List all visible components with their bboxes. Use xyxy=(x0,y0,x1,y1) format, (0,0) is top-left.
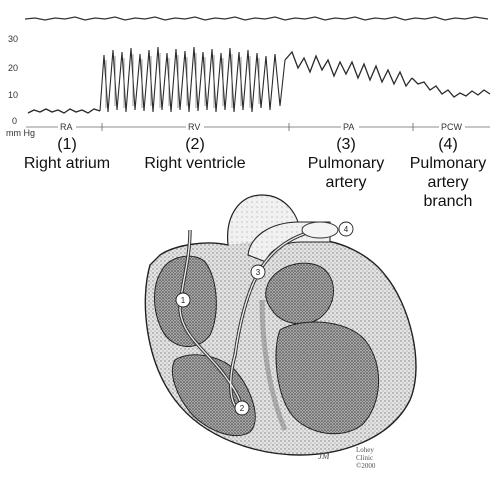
y-tick-20: 20 xyxy=(8,63,18,73)
pressure-tracing: 30 20 10 0 mm Hg RA xyxy=(6,16,491,138)
credit-line-3: ©2000 xyxy=(356,462,376,470)
artist-credit: Lohey Clinic ©2000 xyxy=(356,446,375,470)
left-ventricle-chamber xyxy=(275,321,380,435)
caption-text: Right ventricle xyxy=(144,155,246,172)
svg-text:2: 2 xyxy=(240,404,245,413)
svg-text:3: 3 xyxy=(256,268,261,277)
y-tick-30: 30 xyxy=(8,34,18,44)
segment-label-rv: RV xyxy=(188,122,200,132)
ecg-trace xyxy=(24,16,489,21)
caption-text-line3: branch xyxy=(423,193,473,210)
artist-initials: JM xyxy=(318,451,330,461)
caption-number: (2) xyxy=(185,136,205,153)
caption-number: (1) xyxy=(57,136,77,153)
rv-wave-hatching xyxy=(105,53,260,108)
caption-pulmonary-artery-branch: (4) Pulmonary artery branch xyxy=(402,135,494,211)
right-ventricle-chamber xyxy=(171,354,256,437)
caption-text-line2: artery xyxy=(427,174,469,191)
svg-text:1: 1 xyxy=(181,296,186,305)
left-atrium-chamber xyxy=(265,262,334,325)
caption-text: Pulmonary xyxy=(409,155,487,172)
segment-label-pcw: PCW xyxy=(441,122,463,132)
caption-number: (4) xyxy=(438,136,458,153)
marker-4: 4 xyxy=(338,221,354,237)
marker-1: 1 xyxy=(175,292,191,308)
caption-right-atrium: (1) Right atrium xyxy=(4,135,130,173)
caption-pulmonary-artery: (3) Pulmonary artery xyxy=(296,135,396,192)
caption-number: (3) xyxy=(336,136,356,153)
caption-text-line2: artery xyxy=(325,174,367,191)
interventricular-septum xyxy=(259,299,288,431)
y-unit-label: mm Hg xyxy=(6,128,35,138)
catheter-balloon xyxy=(301,221,339,239)
marker-3: 3 xyxy=(250,264,266,280)
marker-2: 2 xyxy=(234,400,250,416)
segment-label-pa: PA xyxy=(343,122,354,132)
caption-text: Right atrium xyxy=(23,155,111,172)
svg-text:4: 4 xyxy=(344,225,349,234)
y-tick-0: 0 xyxy=(12,116,17,126)
heart-illustration: 1 2 3 4 xyxy=(144,194,417,456)
y-tick-10: 10 xyxy=(8,90,18,100)
ra-pressure-wave xyxy=(27,108,101,114)
credit-line-2: Clinic xyxy=(356,454,374,462)
caption-text: Pulmonary xyxy=(307,155,385,172)
rv-pressure-wave xyxy=(99,46,286,113)
credit-line-1: Lohey xyxy=(356,446,374,454)
caption-right-ventricle: (2) Right ventricle xyxy=(130,135,260,173)
pa-pressure-wave xyxy=(284,50,413,88)
pcw-pressure-wave xyxy=(411,77,491,98)
segment-label-ra: RA xyxy=(60,122,73,132)
